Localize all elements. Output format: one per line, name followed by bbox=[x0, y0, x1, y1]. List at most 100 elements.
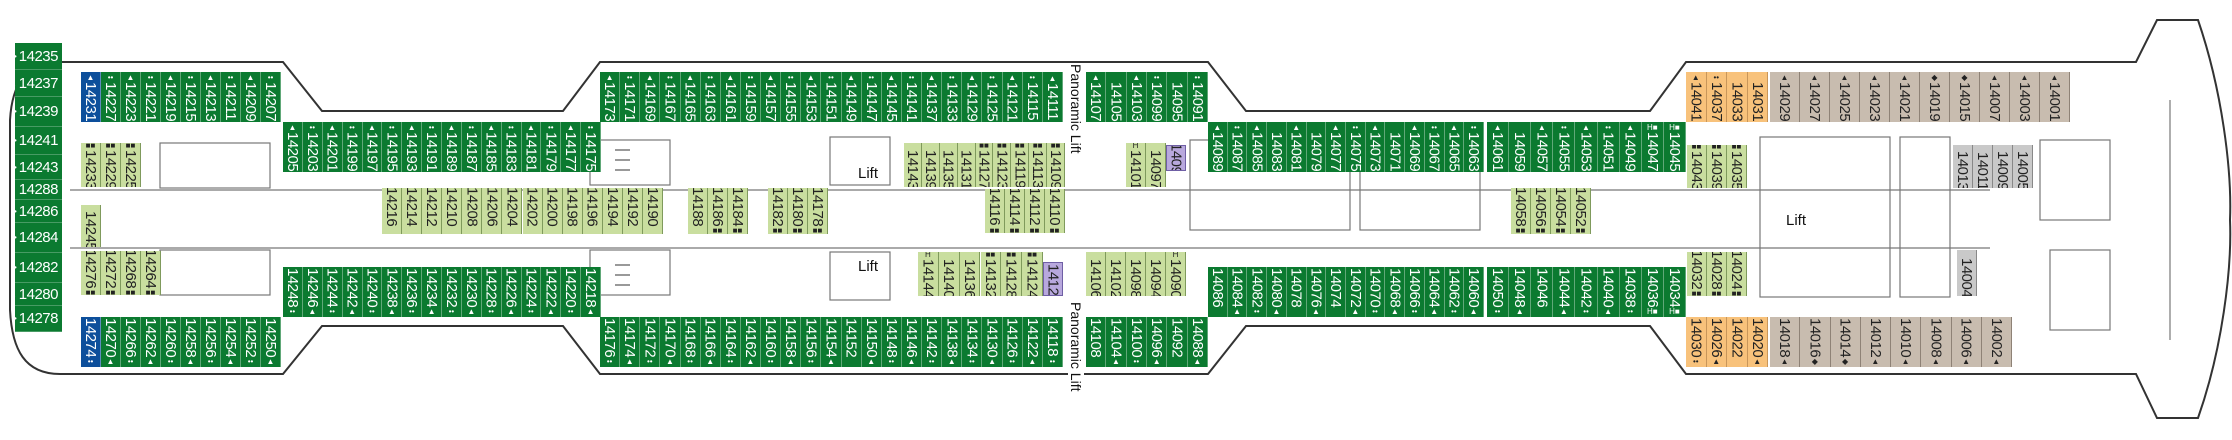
cabin-14216[interactable]: 14216 bbox=[382, 188, 403, 234]
cabin-14071[interactable]: 14071 bbox=[1385, 122, 1406, 172]
cabin-14242[interactable]: 14242▲ bbox=[342, 267, 363, 317]
cabin-14196[interactable]: 14196 bbox=[582, 188, 603, 234]
cabin-14013[interactable]: 14013 bbox=[1953, 145, 1973, 188]
cabin-14170[interactable]: 14170▲ bbox=[660, 317, 681, 367]
cabin-14236[interactable]: 14236•• bbox=[402, 267, 423, 317]
cabin-14143[interactable]: 14143 bbox=[904, 143, 922, 187]
cabin-14171[interactable]: ••14171 bbox=[620, 72, 641, 122]
cabin-14061[interactable]: ▲14061 bbox=[1487, 122, 1510, 172]
cabin-14206[interactable]: 14206 bbox=[482, 188, 503, 234]
cabin-14136[interactable]: 14136 bbox=[959, 252, 981, 296]
cabin-14077[interactable]: ▲14077 bbox=[1326, 122, 1346, 172]
cabin-14254[interactable]: 14254▲ bbox=[221, 317, 241, 367]
cabin-14100[interactable]: 14100•• bbox=[1126, 317, 1147, 367]
cabin-14093[interactable]: 14093 bbox=[1166, 145, 1186, 171]
cabin-14083[interactable]: 14083 bbox=[1267, 122, 1287, 172]
cabin-14180[interactable]: 14180■■ bbox=[788, 188, 808, 234]
cabin-14141[interactable]: ••14141 bbox=[901, 72, 923, 122]
cabin-14094[interactable]: 14094 bbox=[1146, 252, 1166, 296]
cabin-14126[interactable]: 14126•• bbox=[1002, 317, 1023, 367]
cabin-14187[interactable]: ••14187 bbox=[461, 122, 482, 172]
cabin-14106[interactable]: 14106 bbox=[1086, 252, 1106, 296]
cabin-14070[interactable]: 14070•• bbox=[1365, 267, 1386, 317]
cabin-14114[interactable]: 14114■■ bbox=[1005, 189, 1025, 233]
cabin-14045[interactable]: H■14045 bbox=[1663, 122, 1686, 172]
cabin-14155[interactable]: ••14155 bbox=[781, 72, 802, 122]
cabin-14229[interactable]: ■■14229 bbox=[101, 143, 121, 187]
cabin-14169[interactable]: ▲14169 bbox=[640, 72, 661, 122]
cabin-14073[interactable]: ▲14073 bbox=[1365, 122, 1386, 172]
cabin-14278[interactable]: ••14278 bbox=[15, 306, 62, 332]
cabin-14224[interactable]: 14224•• bbox=[521, 267, 542, 317]
cabin-14232[interactable]: 14232•• bbox=[442, 267, 462, 317]
cabin-14122[interactable]: 14122▲ bbox=[1022, 317, 1043, 367]
cabin-14112[interactable]: 14112■■ bbox=[1025, 189, 1045, 233]
cabin-14228[interactable]: 14228•• bbox=[481, 267, 502, 317]
cabin-14201[interactable]: ▲14201 bbox=[322, 122, 343, 172]
cabin-14172[interactable]: 14172•• bbox=[640, 317, 661, 367]
cabin-14097[interactable]: 14097 bbox=[1146, 143, 1166, 187]
cabin-14173[interactable]: ▲14173 bbox=[600, 72, 621, 122]
cabin-14047[interactable]: H■14047 bbox=[1641, 122, 1664, 172]
cabin-14226[interactable]: 14226▲ bbox=[501, 267, 522, 317]
cabin-14024[interactable]: 14024■■ bbox=[1727, 252, 1747, 296]
cabin-14125[interactable]: ••14125 bbox=[982, 72, 1003, 122]
cabin-14272[interactable]: 14272■■ bbox=[101, 251, 121, 295]
cabin-14011[interactable]: 14011 bbox=[1973, 145, 1993, 188]
cabin-14078[interactable]: 14078 bbox=[1286, 267, 1307, 317]
cabin-14270[interactable]: 14270▲ bbox=[101, 317, 121, 367]
cabin-14092[interactable]: 14092 bbox=[1167, 317, 1188, 367]
cabin-14198[interactable]: 14198 bbox=[562, 188, 583, 234]
cabin-14063[interactable]: ••14063 bbox=[1464, 122, 1484, 172]
cabin-14035[interactable]: ■■14035 bbox=[1727, 145, 1747, 188]
cabin-14142[interactable]: 14142•• bbox=[922, 317, 943, 367]
cabin-14113[interactable]: ■■14113 bbox=[1029, 143, 1048, 187]
cabin-14022[interactable]: 14022 bbox=[1727, 317, 1748, 367]
cabin-14079[interactable]: 14079 bbox=[1306, 122, 1327, 172]
cabin-14087[interactable]: ••14087 bbox=[1227, 122, 1248, 172]
cabin-14151[interactable]: ••14151 bbox=[821, 72, 842, 122]
cabin-14260[interactable]: 14260•• bbox=[161, 317, 181, 367]
cabin-14005[interactable]: 14005 bbox=[2013, 145, 2033, 188]
cabin-14223[interactable]: ▲14223 bbox=[121, 72, 141, 122]
cabin-14030[interactable]: 14030•• bbox=[1686, 317, 1707, 367]
cabin-14286[interactable]: ••14286 bbox=[15, 200, 62, 223]
cabin-14055[interactable]: ••14055 bbox=[1553, 122, 1576, 172]
cabin-14264[interactable]: 14264■■ bbox=[141, 251, 161, 295]
cabin-14081[interactable]: ▲14081 bbox=[1286, 122, 1307, 172]
cabin-14256[interactable]: 14256•• bbox=[201, 317, 221, 367]
cabin-14016[interactable]: 14016◆ bbox=[1800, 317, 1831, 367]
cabin-14119[interactable]: ■■14119 bbox=[1011, 143, 1030, 187]
cabin-14175[interactable]: ••14175 bbox=[581, 122, 601, 172]
cabin-14238[interactable]: 14238▲ bbox=[382, 267, 403, 317]
cabin-14203[interactable]: ••14203 bbox=[302, 122, 323, 172]
cabin-14243[interactable]: ••14243 bbox=[15, 155, 62, 180]
cabin-14178[interactable]: 14178■■ bbox=[808, 188, 828, 234]
cabin-14086[interactable]: 14086 bbox=[1208, 267, 1228, 317]
cabin-14168[interactable]: 14168•• bbox=[680, 317, 701, 367]
cabin-14080[interactable]: 14080▲ bbox=[1267, 267, 1287, 317]
cabin-14038[interactable]: 14038•• bbox=[1619, 267, 1642, 317]
cabin-14127[interactable]: ■■14127 bbox=[975, 143, 994, 187]
cabin-14006[interactable]: 14006▲ bbox=[1951, 317, 1982, 367]
cabin-14147[interactable]: ••14147 bbox=[861, 72, 882, 122]
cabin-14205[interactable]: ▲14205 bbox=[283, 122, 303, 172]
cabin-14066[interactable]: 14066•• bbox=[1405, 267, 1425, 317]
cabin-14029[interactable]: ▲14029 bbox=[1770, 72, 1800, 122]
cabin-14084[interactable]: 14084▲ bbox=[1227, 267, 1248, 317]
cabin-14150[interactable]: 14150▲ bbox=[861, 317, 882, 367]
cabin-14033[interactable]: 14033 bbox=[1727, 72, 1748, 122]
cabin-14065[interactable]: ▲14065 bbox=[1444, 122, 1465, 172]
cabin-14004[interactable]: 14004 bbox=[1957, 250, 1977, 296]
cabin-14211[interactable]: ••14211 bbox=[221, 72, 241, 122]
cabin-14041[interactable]: ▲14041 bbox=[1686, 72, 1707, 122]
cabin-14191[interactable]: ••14191 bbox=[422, 122, 442, 172]
cabin-14214[interactable]: 14214 bbox=[402, 188, 423, 234]
cabin-14268[interactable]: 14268■■ bbox=[121, 251, 141, 295]
cabin-14102[interactable]: 14102 bbox=[1106, 252, 1126, 296]
cabin-14049[interactable]: ▲14049 bbox=[1619, 122, 1642, 172]
cabin-14152[interactable]: 14152 bbox=[841, 317, 862, 367]
cabin-14133[interactable]: ••14133 bbox=[942, 72, 963, 122]
cabin-14128[interactable]: ■■14128 bbox=[1001, 252, 1023, 296]
